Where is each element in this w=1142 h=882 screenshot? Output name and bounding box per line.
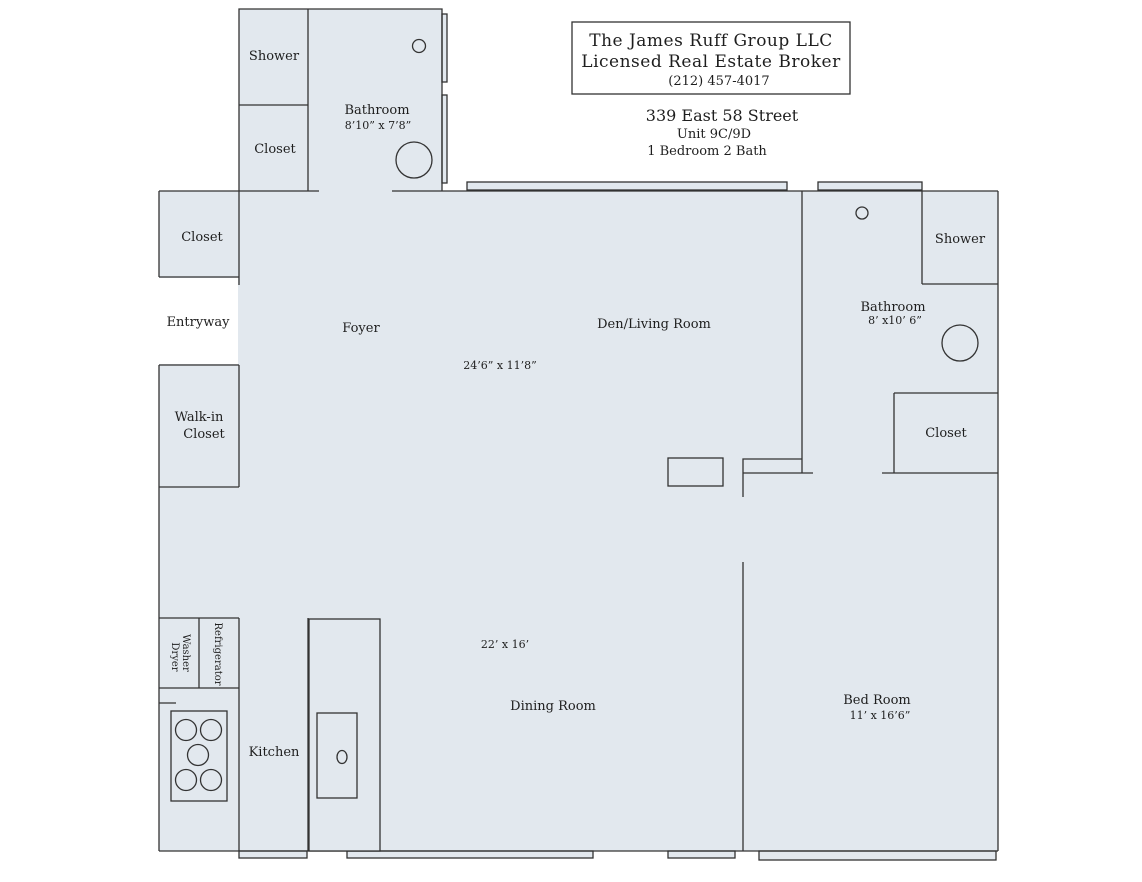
label-den-living-room: Den/Living Room — [597, 317, 711, 332]
label-refrigerator: Refrigerator — [212, 622, 223, 685]
label-shower-top: Shower — [249, 49, 300, 64]
label-dryer: Dryer — [169, 642, 180, 671]
dim-bed-room: 11’ x 16’6” — [850, 709, 911, 722]
kitchen-sink — [316, 712, 358, 799]
burner-icon — [174, 718, 198, 742]
property-address: 339 East 58 Street — [646, 106, 799, 125]
fixtures — [170, 38, 979, 852]
broker-header-box — [571, 21, 851, 95]
label-closet-left: Closet — [181, 230, 223, 245]
dim-den-living-room: 24’6” x 11’8” — [463, 359, 536, 372]
label-kitchen: Kitchen — [249, 745, 300, 760]
label-shower-right: Shower — [935, 232, 986, 247]
burner-icon — [199, 718, 223, 742]
top-bath-tub-icon — [395, 141, 433, 179]
burner-icon — [199, 768, 223, 792]
label-walkin-closet-2: Closet — [183, 427, 225, 442]
label-bathroom-right: Bathroom — [860, 300, 925, 315]
property-summary: 1 Bedroom 2 Bath — [647, 144, 767, 159]
sink-drain-icon — [336, 749, 348, 765]
dim-bathroom-top: 8’10” x 7’8” — [345, 119, 411, 132]
right-bath-toilet-icon — [855, 206, 869, 220]
label-closet-right: Closet — [925, 426, 967, 441]
walls — [158, 8, 999, 852]
property-unit: Unit 9C/9D — [677, 127, 751, 142]
top-bath-toilet-icon — [411, 38, 427, 54]
burner-icon — [186, 743, 210, 767]
den-fixture — [667, 457, 724, 487]
label-dining-room: Dining Room — [510, 699, 596, 714]
label-foyer: Foyer — [342, 321, 380, 336]
burner-icon — [174, 768, 198, 792]
label-bed-room: Bed Room — [843, 693, 910, 708]
label-washer: Washer — [180, 634, 191, 672]
dim-bathroom-right: 8’ x10’ 6” — [868, 314, 922, 327]
right-bath-tub-icon — [941, 324, 979, 362]
dim-dining-room: 22’ x 16’ — [481, 638, 529, 651]
label-closet-top: Closet — [254, 142, 296, 157]
label-entryway: Entryway — [167, 315, 231, 330]
broker-tagline: Licensed Real Estate Broker — [581, 52, 841, 72]
broker-name: The James Ruff Group LLC — [589, 31, 833, 51]
label-bathroom-top: Bathroom — [344, 103, 409, 118]
broker-phone: (212) 457-4017 — [668, 74, 769, 89]
room-fills — [150, 9, 998, 861]
label-walkin-closet: Walk-in — [175, 410, 224, 425]
